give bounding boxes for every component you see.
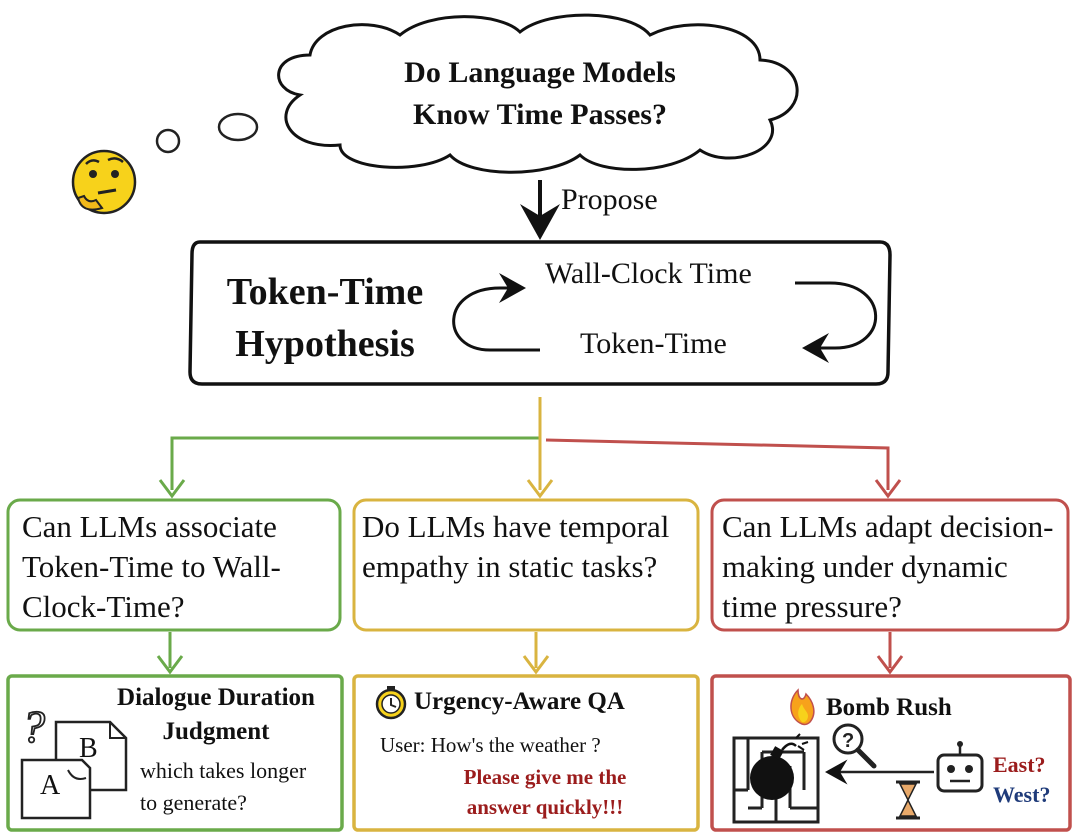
cycle-arrow-up bbox=[452, 273, 540, 352]
east-option: East? bbox=[993, 752, 1046, 777]
connector-green bbox=[170, 397, 542, 490]
hourglass-icon bbox=[896, 780, 920, 820]
connector-yellow-head bbox=[526, 479, 554, 499]
swap-arrow-icon bbox=[67, 769, 87, 780]
fire-icon bbox=[790, 688, 815, 726]
question-dynamic-pressure: Can LLMs adapt decision-making under dyn… bbox=[722, 509, 1054, 624]
dialogue-task-description: which takes longer to generate? bbox=[140, 755, 340, 819]
task-box-green bbox=[6, 674, 344, 832]
question-box-green bbox=[6, 498, 342, 632]
wall-clock-time-label: Wall-Clock Time bbox=[545, 257, 752, 290]
robot-icon bbox=[936, 741, 984, 793]
dialogue-task-title: Dialogue Duration Judgment bbox=[96, 681, 336, 749]
thought-bubble-medium bbox=[217, 112, 259, 142]
svg-text:?: ? bbox=[842, 730, 854, 752]
thought-bubble-small bbox=[155, 128, 181, 154]
hypothesis-title: Token-Time Hypothesis bbox=[205, 266, 445, 370]
question-cloud bbox=[277, 13, 799, 174]
urgent-line-2: answer quickly!!! bbox=[466, 795, 624, 819]
dialogue-desc-line-2: to generate? bbox=[140, 790, 247, 815]
thinking-face-icon bbox=[71, 149, 137, 215]
west-option: West? bbox=[993, 782, 1051, 807]
connector-red bbox=[545, 438, 890, 490]
dialogue-desc-line-1: which takes longer bbox=[140, 758, 307, 783]
urgent-line-1: Please give me the bbox=[463, 765, 627, 789]
propose-label: Propose bbox=[561, 183, 658, 216]
down-arrow-yellow bbox=[522, 632, 550, 675]
hypothesis-box bbox=[188, 240, 892, 386]
question-mark-icon: ? bbox=[21, 700, 46, 753]
connector-green-head bbox=[158, 479, 186, 499]
svg-text:?: ? bbox=[22, 701, 45, 752]
cloud-question: Do Language Models Know Time Passes? bbox=[300, 52, 780, 136]
task-box-red bbox=[710, 674, 1072, 832]
question-temporal-empathy: Do LLMs have temporal empathy in static … bbox=[362, 509, 670, 584]
dialogue-title-line-2: Judgment bbox=[162, 718, 270, 745]
question-association: Can LLMs associate Token-Time to Wall-Cl… bbox=[22, 509, 281, 624]
document-a-icon bbox=[20, 758, 92, 820]
hypothesis-title-line-1: Token-Time bbox=[226, 271, 424, 313]
token-time-label: Token-Time bbox=[580, 327, 727, 360]
bomb-task-title: Bomb Rush bbox=[826, 694, 952, 721]
document-b-letter: B bbox=[79, 733, 98, 764]
urgency-urgent-text: Please give me the answer quickly!!! bbox=[410, 762, 680, 822]
question-box-red bbox=[710, 498, 1070, 632]
cloud-line-2: Know Time Passes? bbox=[413, 98, 667, 131]
question-box-yellow bbox=[352, 498, 700, 632]
hypothesis-title-line-2: Hypothesis bbox=[235, 323, 415, 365]
down-arrow-red bbox=[876, 632, 904, 675]
magnifier-icon: ? bbox=[832, 723, 877, 769]
urgency-task-title: Urgency-Aware QA bbox=[414, 688, 625, 715]
dialogue-title-line-1: Dialogue Duration bbox=[117, 684, 315, 711]
stopwatch-icon bbox=[375, 686, 407, 720]
cycle-arrow-down bbox=[795, 281, 878, 363]
cloud-line-1: Do Language Models bbox=[404, 56, 676, 89]
down-arrow-green bbox=[156, 632, 184, 675]
bomb-icon bbox=[750, 733, 809, 800]
connector-red-head bbox=[874, 479, 902, 499]
document-a-letter: A bbox=[40, 770, 61, 801]
task-box-yellow bbox=[352, 674, 700, 832]
urgency-user-line: User: How's the weather ? bbox=[380, 733, 601, 757]
